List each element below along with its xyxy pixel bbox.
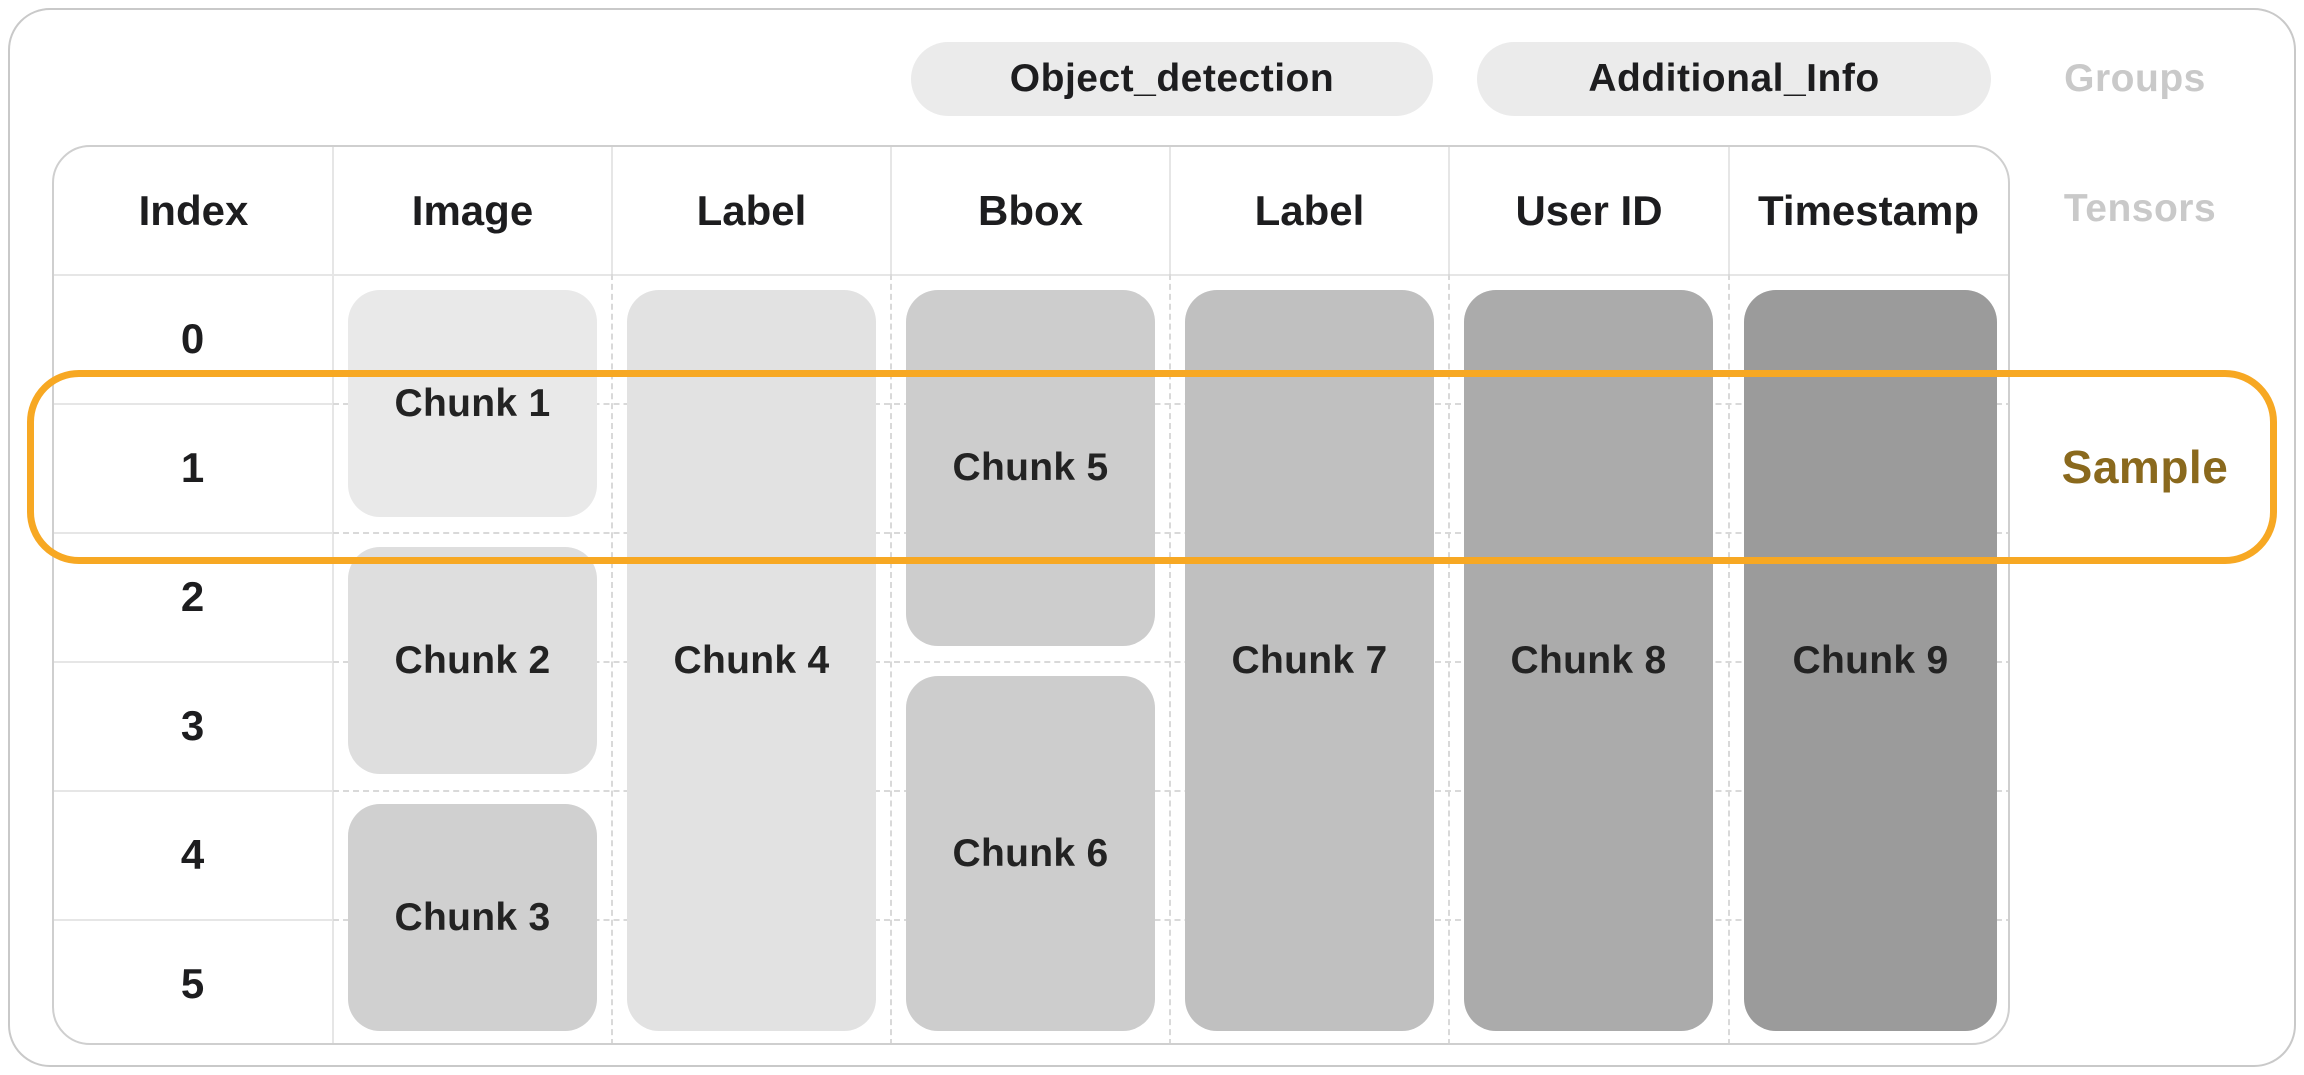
grid-line-header-v5	[1448, 147, 1450, 274]
grid-dashed-col-2	[890, 274, 892, 1043]
grid-dashed-col-1	[611, 274, 613, 1043]
grid-line-index-row-2	[54, 532, 333, 534]
sample-caption: Sample	[2061, 441, 2229, 493]
chunk-6-box: Chunk 6	[906, 676, 1155, 1031]
index-cell-4: 4	[180, 830, 205, 878]
chunk-1-label: Chunk 1	[394, 381, 551, 425]
chunk-8-box: Chunk 8	[1464, 290, 1713, 1031]
grid-dashed-col-3	[1169, 274, 1171, 1043]
chunk-8-label: Chunk 8	[1510, 638, 1667, 682]
chunk-4-box: Chunk 4	[627, 290, 876, 1031]
grid-line-index-row-5	[54, 919, 333, 921]
grid-dashed-col-4	[1448, 274, 1450, 1043]
index-cell-5: 5	[180, 959, 205, 1007]
grid-line-index-divider	[332, 274, 334, 1043]
column-header-bbox: Bbox	[978, 186, 1083, 234]
chunk-2-label: Chunk 2	[394, 638, 551, 682]
chunk-6-label: Chunk 6	[952, 831, 1109, 875]
grid-line-header-v3	[890, 147, 892, 274]
column-header-timestamp: Timestamp	[1758, 186, 1979, 234]
chunk-3-label: Chunk 3	[394, 895, 551, 939]
grid-line-header-v6	[1728, 147, 1730, 274]
chunk-5-box: Chunk 5	[906, 290, 1155, 646]
tensor-table: Index Image Label Bbox Label User ID Tim…	[52, 145, 2010, 1045]
chunk-3-box: Chunk 3	[348, 804, 597, 1031]
chunk-9-label: Chunk 9	[1792, 638, 1949, 682]
tensors-caption: Tensors	[2063, 186, 2217, 230]
chunk-4-label: Chunk 4	[673, 638, 830, 682]
chunk-2-box: Chunk 2	[348, 547, 597, 774]
chunk-5-label: Chunk 5	[952, 446, 1109, 489]
group-pill-additional-info: Additional_Info	[1477, 42, 1991, 116]
index-cell-3: 3	[180, 701, 205, 749]
chunk-1-box: Chunk 1	[348, 290, 597, 517]
grid-line-index-row-3	[54, 661, 333, 663]
grid-line-index-row-4	[54, 790, 333, 792]
column-header-image: Image	[411, 186, 534, 234]
column-header-user-id: User ID	[1515, 186, 1663, 234]
grid-line-header-v2	[611, 147, 613, 274]
grid-line-index-row-1	[54, 403, 333, 405]
column-header-label-2: Label	[1254, 186, 1365, 234]
index-cell-0: 0	[180, 314, 205, 362]
grid-dashed-col-5	[1728, 274, 1730, 1043]
groups-caption: Groups	[2064, 57, 2206, 100]
grid-line-header-bottom	[54, 274, 2008, 276]
index-cell-2: 2	[180, 572, 205, 620]
grid-line-header-v4	[1169, 147, 1171, 274]
chunk-7-label: Chunk 7	[1231, 638, 1388, 682]
sample-highlight-rect	[27, 370, 2277, 564]
column-header-label: Label	[696, 186, 807, 234]
index-cell-1: 1	[180, 443, 205, 491]
chunk-7-box: Chunk 7	[1185, 290, 1434, 1031]
grid-line-header-v1	[332, 147, 334, 274]
column-header-index: Index	[138, 186, 249, 234]
group-pill-object-detection: Object_detection	[911, 42, 1433, 116]
chunk-9-box: Chunk 9	[1744, 290, 1997, 1031]
